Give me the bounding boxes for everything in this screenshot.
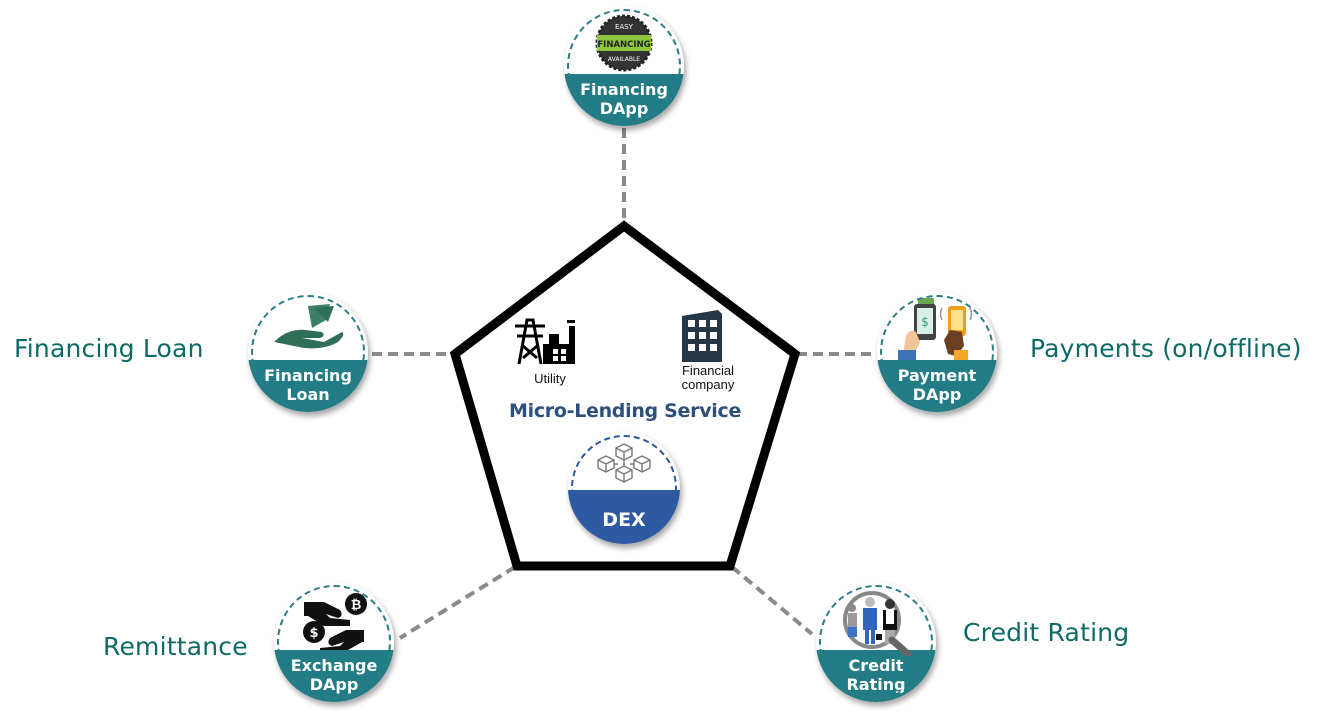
svg-text:$: $	[309, 626, 318, 641]
office-building-icon	[682, 310, 722, 362]
connector-credit-rating	[730, 565, 814, 636]
dex-label: DEX	[602, 509, 646, 531]
outer-label-credit-rating: Credit Rating	[963, 618, 1130, 647]
financing-loan-label: Financing Loan	[248, 366, 368, 404]
center-title: Micro-Lending Service	[509, 400, 742, 422]
payment-dapp-label: Payment DApp	[877, 366, 997, 404]
financing-dapp-line1: Financing	[580, 80, 668, 99]
currency-exchange-icon: ₿ $	[303, 593, 367, 650]
dex-hub-badge[interactable]: DEX	[568, 432, 680, 544]
payment-dapp-badge[interactable]: $ Payment DApp	[877, 292, 997, 412]
seal-top-text: EASY	[615, 23, 634, 31]
pentagon-outline	[449, 220, 801, 571]
hand-money-icon	[274, 304, 344, 349]
payment-dapp-line2: DApp	[912, 385, 962, 404]
utility-tower-factory-icon	[515, 318, 575, 365]
exchange-dapp-line2: DApp	[309, 675, 359, 694]
seal-bottom-text: AVAILABLE	[608, 56, 640, 63]
easy-financing-seal-icon: EASY FINANCING AVAILABLE	[595, 14, 653, 72]
utility-label: Utility	[534, 371, 566, 386]
financing-dapp-line2: DApp	[599, 99, 649, 118]
credit-rating-badge[interactable]: Credit Rating	[816, 582, 936, 702]
seal-middle-text: FINANCING	[597, 40, 650, 50]
outer-label-remittance: Remittance	[103, 632, 248, 661]
outer-label-payments: Payments (on/offline)	[1030, 334, 1302, 363]
financing-loan-line2: Loan	[286, 385, 330, 404]
exchange-dapp-line1: Exchange	[290, 656, 378, 675]
magnifier-people-icon	[843, 591, 912, 656]
connector-exchange-dapp	[398, 565, 517, 640]
financing-loan-line1: Financing	[264, 366, 352, 385]
blockchain-cubes-icon	[597, 443, 651, 483]
mobile-payment-icon: $	[898, 298, 973, 360]
credit-rating-line2: Rating	[846, 675, 906, 694]
outer-label-financing-loan: Financing Loan	[14, 334, 204, 363]
utility-entity: Utility	[510, 314, 590, 386]
financing-loan-badge[interactable]: Financing Loan	[248, 292, 368, 412]
exchange-dapp-label: Exchange DApp	[274, 656, 394, 694]
credit-rating-label: Credit Rating	[816, 656, 936, 694]
svg-text:$: $	[921, 315, 929, 329]
financing-dapp-label: Financing DApp	[564, 80, 684, 118]
credit-rating-line1: Credit	[848, 656, 904, 675]
payment-dapp-line1: Payment	[897, 366, 977, 385]
exchange-dapp-badge[interactable]: ₿ $ Exchange DApp	[274, 582, 394, 702]
financing-dapp-badge[interactable]: EASY FINANCING AVAILABLE Financing DApp	[564, 6, 684, 126]
svg-text:₿: ₿	[351, 598, 362, 613]
